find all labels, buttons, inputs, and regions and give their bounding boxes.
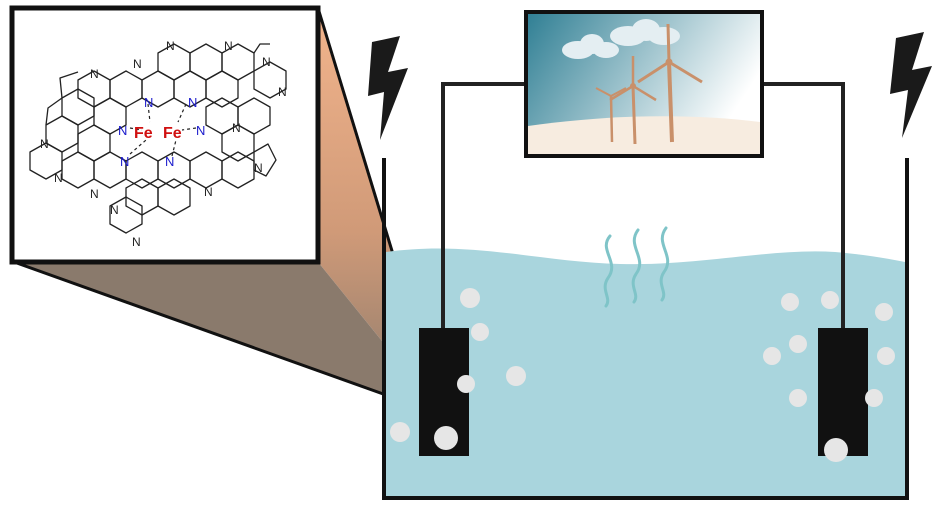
bubble-icon: [781, 293, 799, 311]
nitrogen-label: N: [118, 123, 127, 138]
steam-icon: [603, 226, 670, 308]
wind-turbine-icon: [595, 23, 703, 145]
molecule-skeleton: [29, 43, 287, 234]
ring-nitrogen-label: N: [133, 57, 142, 71]
ring-nitrogen-label: N: [224, 39, 233, 53]
cloud-icon: [562, 19, 680, 59]
bubble-icon: [789, 335, 807, 353]
ring-nitrogen-label: N: [40, 137, 49, 151]
beaker: [382, 158, 909, 500]
iron-label: Fe: [134, 125, 153, 142]
ring-nitrogen-label: N: [204, 185, 213, 199]
bubble-icon: [865, 389, 883, 407]
bubble-icon: [763, 347, 781, 365]
bubble-icon: [434, 426, 458, 450]
ring-nitrogen-label: N: [254, 161, 263, 175]
bubble-icon: [457, 375, 475, 393]
gas-bubbles: [390, 288, 895, 462]
coordination-bonds: [129, 103, 197, 157]
ring-nitrogen-label: N: [132, 235, 141, 249]
ring-nitrogen-label: N: [278, 85, 287, 99]
wire-left: [441, 82, 526, 340]
wire-right: [762, 82, 845, 340]
bubble-icon: [821, 291, 839, 309]
electrode-right: [818, 328, 868, 456]
electrolyte-water: [386, 248, 905, 496]
ring-nitrogen-label: N: [110, 203, 119, 217]
nitrogen-label: N: [196, 123, 205, 138]
molecule-inset: N N N N N N Fe Fe N N N N N N N N N N N …: [9, 5, 321, 265]
lightning-bolt-icon: [368, 36, 408, 140]
bubble-icon: [789, 389, 807, 407]
bubble-icon: [471, 323, 489, 341]
lightning-bolt-icon: [890, 32, 932, 138]
ring-nitrogen-label: N: [90, 67, 99, 81]
renewable-energy-panel: [524, 10, 764, 158]
nitrogen-label: N: [120, 154, 129, 169]
bubble-icon: [875, 303, 893, 321]
ring-nitrogen-label: N: [262, 55, 271, 69]
ring-nitrogen-label: N: [90, 187, 99, 201]
bubble-icon: [460, 288, 480, 308]
iron-label: Fe: [163, 125, 182, 142]
nitrogen-label: N: [144, 95, 153, 110]
bubble-icon: [390, 422, 410, 442]
nitrogen-label: N: [165, 154, 174, 169]
ring-nitrogen-label: N: [232, 121, 241, 135]
nitrogen-label: N: [188, 95, 197, 110]
bubble-icon: [506, 366, 526, 386]
bubble-icon: [877, 347, 895, 365]
ring-nitrogen-label: N: [54, 171, 63, 185]
ring-nitrogen-label: N: [166, 39, 175, 53]
bubble-icon: [824, 438, 848, 462]
